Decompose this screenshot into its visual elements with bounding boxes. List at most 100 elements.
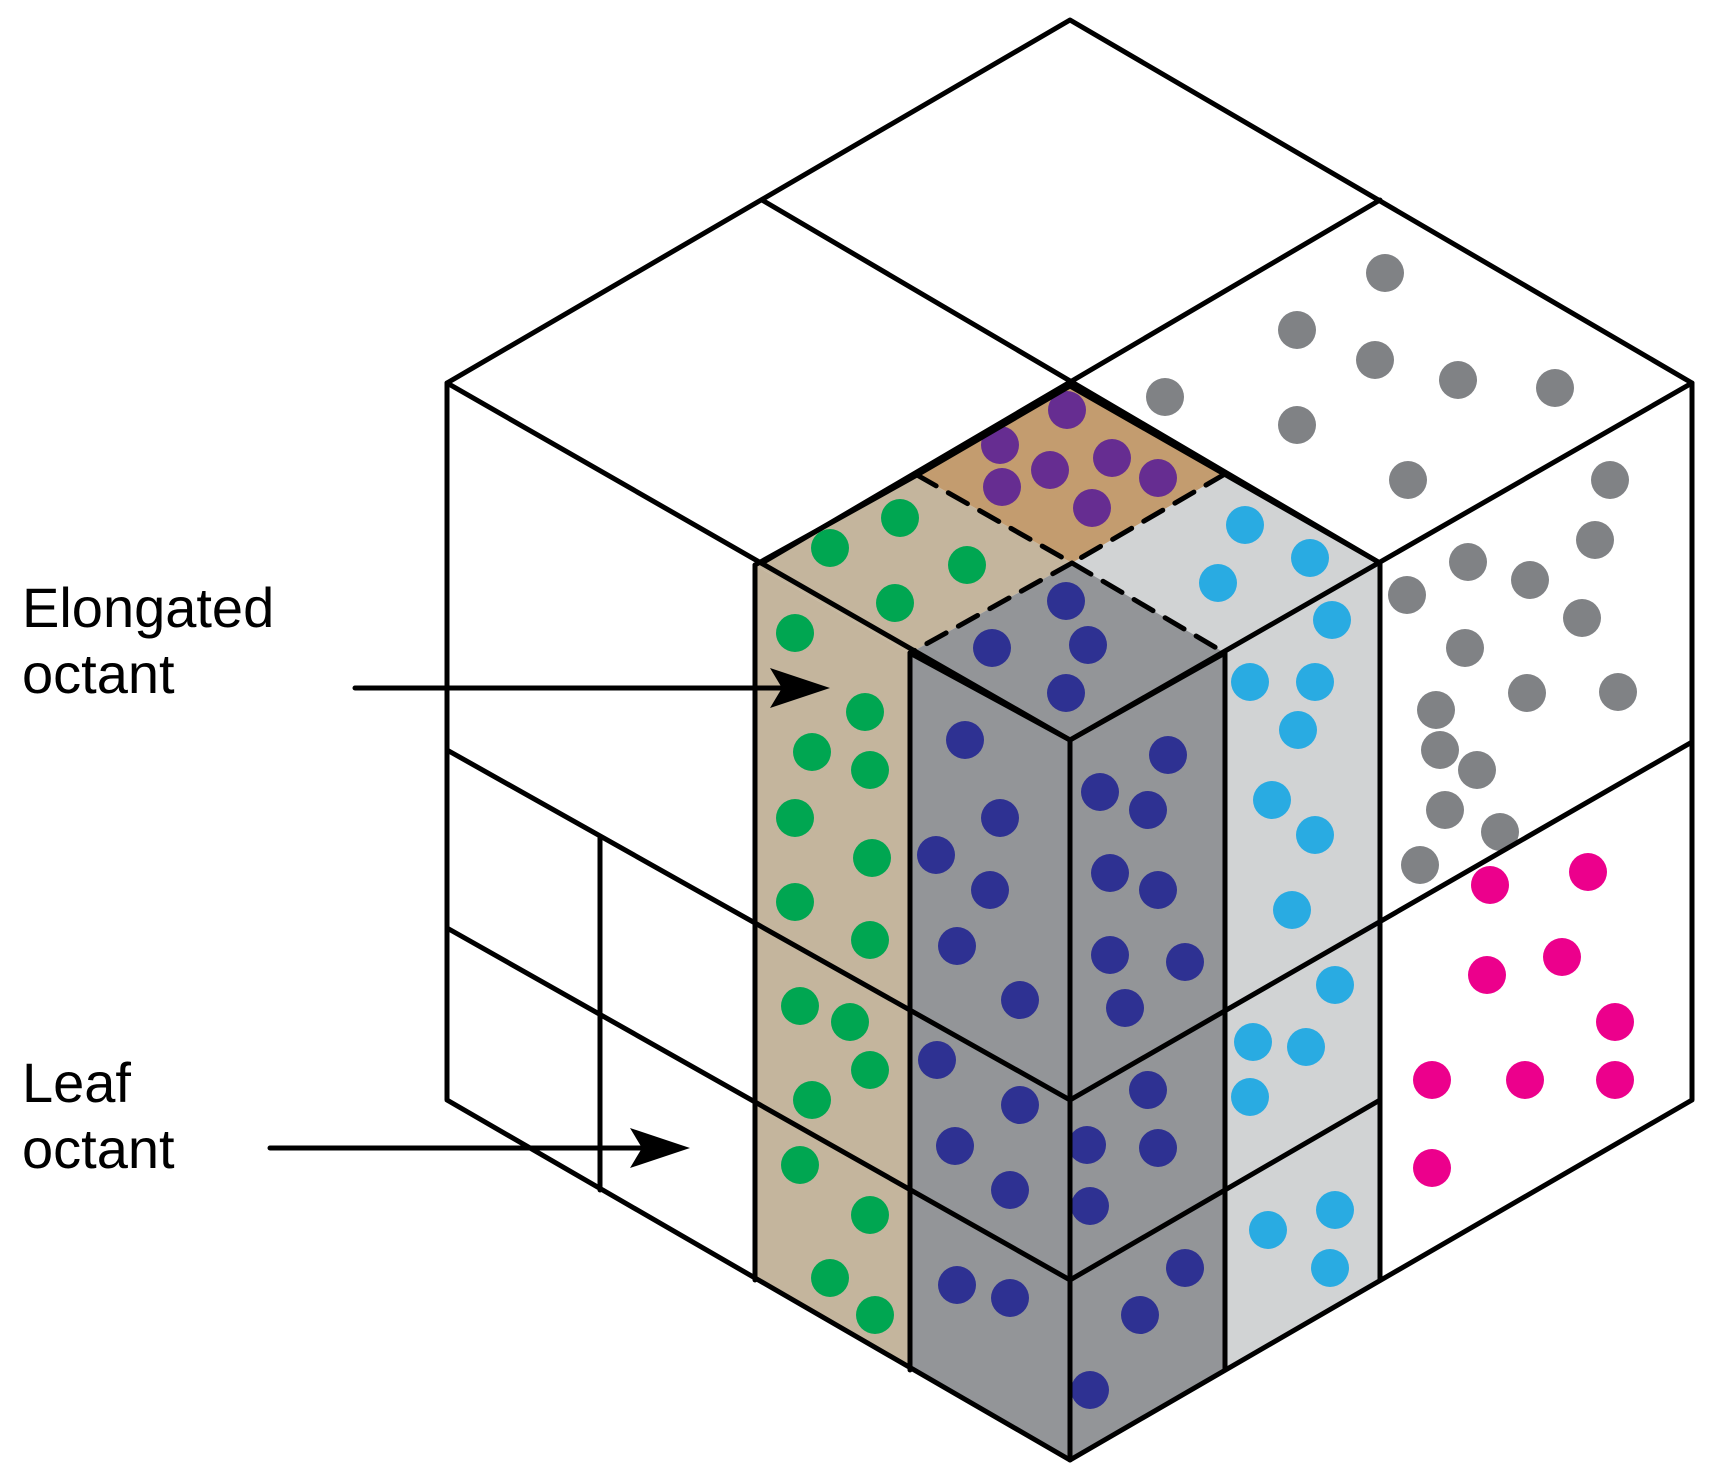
leaf-label-line-2: octant <box>22 1117 175 1180</box>
navy-point <box>1149 736 1187 774</box>
inner-cube-edge <box>752 472 920 568</box>
navy-point <box>981 799 1019 837</box>
green-point <box>811 529 849 567</box>
navy-point <box>1091 854 1129 892</box>
green-point <box>793 733 831 771</box>
gray-point <box>1508 674 1546 712</box>
gray-point <box>1426 791 1464 829</box>
navy-point <box>1068 1126 1106 1164</box>
green-point <box>851 921 889 959</box>
gray-point <box>1576 521 1614 559</box>
green-point <box>776 614 814 652</box>
green-point <box>811 1259 849 1297</box>
octant-edges <box>267 17 1695 1463</box>
cyan-point <box>1226 506 1264 544</box>
green-point <box>781 1146 819 1184</box>
cyan-point <box>1231 1078 1269 1116</box>
navy-point <box>991 1279 1029 1317</box>
green-point <box>851 1196 889 1234</box>
gray-point <box>1356 341 1394 379</box>
cyan-point <box>1291 539 1329 577</box>
purple-point <box>1093 439 1131 477</box>
gray-point <box>1449 543 1487 581</box>
cyan-point <box>1313 601 1351 639</box>
gray-point <box>1401 846 1439 884</box>
green-point <box>781 987 819 1025</box>
purple-point <box>1048 391 1086 429</box>
navy-point <box>918 1041 956 1079</box>
navy-point <box>1081 773 1119 811</box>
green-point <box>876 584 914 622</box>
gray-point <box>1388 576 1426 614</box>
cyan-point <box>1249 1211 1287 1249</box>
navy-point <box>1001 981 1039 1019</box>
inner-cube-edge <box>1067 650 1228 743</box>
magenta-point <box>1596 1003 1634 1041</box>
hidden-edges <box>907 471 1228 963</box>
navy-point <box>1106 989 1144 1027</box>
navy-point <box>1139 1129 1177 1167</box>
cyan-point <box>1231 663 1269 701</box>
magenta-point <box>1543 938 1581 976</box>
magenta-point <box>1413 1149 1451 1187</box>
elongated-label-line-1: Elongated <box>22 576 275 639</box>
elongated-arrow-head <box>770 668 830 708</box>
navy-point <box>1091 936 1129 974</box>
leaf-octant-label: Leaf octant <box>22 1050 175 1182</box>
gray-point <box>1563 599 1601 637</box>
navy-point <box>1129 1071 1167 1109</box>
navy-point <box>971 871 1009 909</box>
navy-point <box>1001 1086 1039 1124</box>
cyan-point <box>1234 1023 1272 1061</box>
left-face-sub-edge <box>444 925 1073 1283</box>
elongated-octant-label: Elongated octant <box>22 575 274 707</box>
cyan-point <box>1296 663 1334 701</box>
gray-point <box>1599 673 1637 711</box>
green-point <box>856 1296 894 1334</box>
cyan-point <box>1287 1028 1325 1066</box>
green-point <box>793 1081 831 1119</box>
gray-point <box>1366 254 1404 292</box>
purple-point <box>1073 489 1111 527</box>
green-point <box>851 751 889 789</box>
navy-point <box>1069 626 1107 664</box>
gray-point <box>1481 813 1519 851</box>
magenta-point <box>1468 956 1506 994</box>
elongated-label-line-2: octant <box>22 642 175 705</box>
green-point <box>831 1003 869 1041</box>
gray-point <box>1591 461 1629 499</box>
magenta-point <box>1413 1061 1451 1099</box>
right-face-mid-edge <box>1067 739 1695 1103</box>
magenta-point <box>1569 853 1607 891</box>
navy-point <box>1047 674 1085 712</box>
purple-point <box>1139 459 1177 497</box>
green-point <box>853 839 891 877</box>
navy-point <box>938 927 976 965</box>
navy-point <box>1047 582 1085 620</box>
gray-point <box>1439 361 1477 399</box>
leaf-label-line-1: Leaf <box>22 1051 131 1114</box>
cyan-point <box>1296 816 1334 854</box>
navy-point <box>1121 1296 1159 1334</box>
navy-point <box>938 1266 976 1304</box>
purple-point <box>981 426 1019 464</box>
cyan-point <box>1311 1249 1349 1287</box>
gray-point <box>1278 406 1316 444</box>
gray-point <box>1536 369 1574 407</box>
gray-point <box>1278 311 1316 349</box>
navy-point <box>946 721 984 759</box>
navy-point <box>1071 1187 1109 1225</box>
navy-point <box>1071 1371 1109 1409</box>
green-point <box>846 693 884 731</box>
green-point <box>948 546 986 584</box>
purple-point <box>1031 451 1069 489</box>
navy-point <box>973 629 1011 667</box>
purple-point <box>983 468 1021 506</box>
magenta-point <box>1471 866 1509 904</box>
cyan-point <box>1316 1191 1354 1229</box>
point-cloud <box>776 254 1637 1409</box>
inner-cube-edge <box>907 650 1073 743</box>
navy-point <box>917 836 955 874</box>
navy-point <box>991 1171 1029 1209</box>
